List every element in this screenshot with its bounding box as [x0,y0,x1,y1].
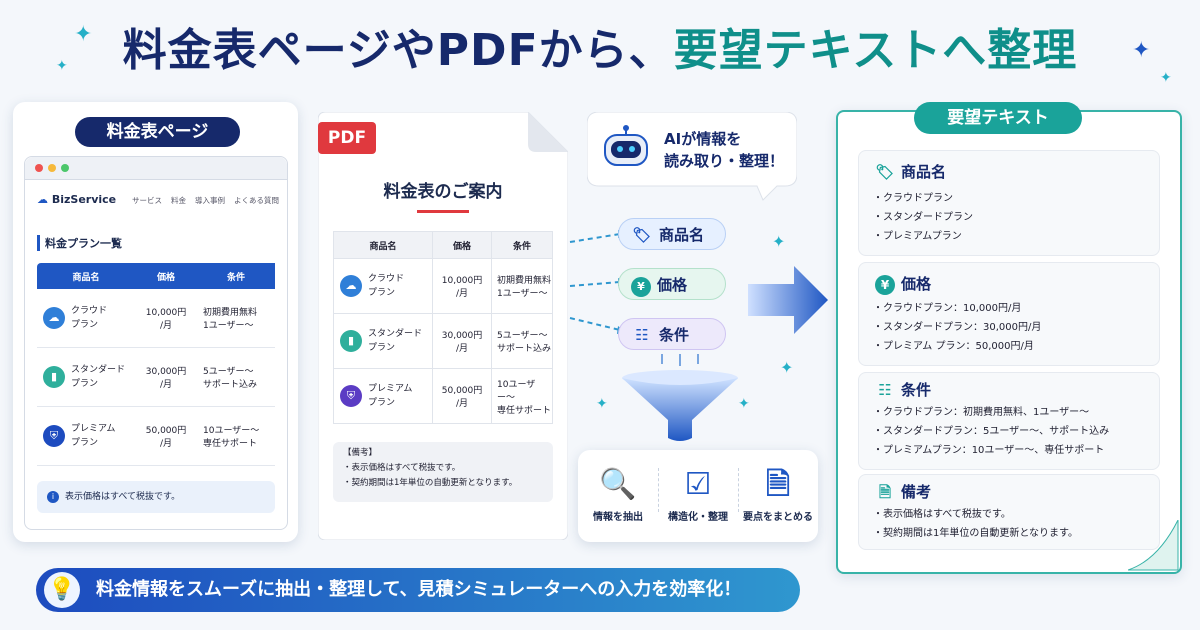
table-row: ▮スタンダードプラン 30,000円/月 5ユーザー〜サポート込み [37,347,275,407]
list-item: ・クラウドプラン：10,000円/月 [873,303,1022,314]
table-row: ⛨プレミアムプラン 50,000円/月 10ユーザー〜専任サポート [37,406,275,466]
close-dot [35,164,43,172]
robot-icon [604,125,648,166]
list-item: ・スタンダードプラン [873,212,973,223]
shield-icon: ⛨ [43,425,65,447]
result-section-product: 🏷商品名 ・クラウドプラン ・スタンダードプラン ・プレミアムプラン [858,150,1160,256]
list-icon: ☷ [878,381,892,399]
minimize-dot [48,164,56,172]
document-icon: 🗎 [765,467,791,502]
funnel-icon [622,370,738,441]
page-curl [1128,520,1179,571]
pdf-notes: 【備考】 ・表示価格はすべて税抜です。 ・契約期間は1年単位の自動更新となります… [333,442,553,502]
step-structure: ☑構造化・整理 [658,462,738,523]
list-item: ・契約期間は1年単位の自動更新となります。 [873,528,1079,539]
maximize-dot [61,164,69,172]
nav-link-cases[interactable]: 導入事例 [195,196,225,205]
request-text-pill: 要望テキスト [914,102,1082,134]
tag-product-name: 🏷商品名 [618,218,726,250]
info-icon: i [47,491,59,503]
col-header-condition: 条件 [491,231,553,259]
sparkle-icon: ✦ [1132,38,1151,63]
tag-icon: 🏷 [632,226,652,244]
table-row: ▮スタンダードプラン 30,000円/月 5ユーザー〜サポート込み [333,313,553,369]
nav-link-services[interactable]: サービス [132,196,162,205]
result-section-price: ¥価格 ・クラウドプラン：10,000円/月 ・スタンダードプラン：30,000… [858,262,1160,366]
lightbulb-icon: 💡 [44,572,80,608]
col-header-name: 商品名 [37,263,135,289]
sparkle-icon: ✦ [74,22,93,47]
yen-icon: ¥ [875,275,895,295]
brand-logo[interactable]: ☁ BizService [37,193,117,206]
tag-condition: ☷条件 [618,318,726,350]
sparkle-icon: ✦ [738,396,750,412]
list-item: ・クラウドプラン：初期費用無料、1ユーザー〜 [873,407,1090,418]
step-extract: 🔍情報を抽出 [578,462,658,523]
magnifier-icon: 🔍 [599,467,637,502]
col-header-price: 価格 [135,263,197,289]
step-summarize: 🗎要点をまとめる [738,462,818,523]
web-pricing-pill: 料金表ページ [75,117,240,147]
bar-chart-icon: ▮ [43,366,65,388]
sparkle-icon: ✦ [780,358,794,377]
sparkle-icon: ✦ [56,58,68,74]
yen-icon: ¥ [631,277,651,297]
tag-price: ¥価格 [618,268,726,300]
list-item: ・表示価格はすべて税抜です。 [873,509,1011,520]
page-title: 料金表ページやPDFから、要望テキストへ整理 [122,25,1078,76]
divider [658,468,660,512]
list-item: ・クラウドプラン [873,193,953,204]
checklist-icon: ☑ [684,467,712,502]
col-header-name: 商品名 [333,231,433,259]
logo-icon: ☁ [37,193,52,206]
sparkle-icon: ✦ [1160,70,1172,86]
ai-caption: AIが情報を 読み取り・整理！ [664,130,785,170]
col-header-condition: 条件 [197,263,275,289]
site-nav: サービス料金導入事例よくある質問 [123,195,279,206]
list-item: ・プレミアム プラン：50,000円/月 [873,341,1034,352]
bottom-banner: 💡 料金情報をスムーズに抽出・整理して、見積シミュレーターへの入力を効率化！ [36,568,800,612]
list-item: ・プレミアムプラン：10ユーザー〜、専任サポート [873,445,1105,456]
list-item: ・スタンダードプラン：5ユーザー〜、サポート込み [873,426,1110,437]
list-item: ・スタンダードプラン：30,000円/月 [873,322,1042,333]
drop-dots [661,354,699,366]
browser-window: ☁ BizService サービス料金導入事例よくある質問 料金プラン一覧 商品… [24,156,288,530]
pdf-title-underline [417,210,469,213]
table-row: ⛨プレミアムプラン 50,000円/月 10ユーザー〜専任サポート [333,368,553,424]
divider [738,468,740,512]
list-icon: ☷ [635,326,649,344]
cloud-icon: ☁ [43,307,65,329]
pricing-section-title: 料金プラン一覧 [37,235,122,251]
sparkle-icon: ✦ [772,232,786,251]
bar-chart-icon: ▮ [340,330,362,352]
col-header-price: 価格 [432,231,492,259]
tag-icon: 🏷 [875,163,895,181]
cloud-icon: ☁ [340,275,362,297]
pdf-title: 料金表のご案内 [383,182,503,202]
sparkle-icon: ✦ [596,396,608,412]
result-section-condition: ☷条件 ・クラウドプラン：初期費用無料、1ユーザー〜 ・スタンダードプラン：5ユ… [858,372,1160,470]
document-icon: 🗎 [878,483,892,501]
nav-link-pricing[interactable]: 料金 [171,196,186,205]
result-section-notes: 🗎備考 ・表示価格はすべて税抜です。 ・契約期間は1年単位の自動更新となります。 [858,474,1160,550]
nav-link-faq[interactable]: よくある質問 [234,196,279,205]
browser-titlebar [25,157,287,180]
process-steps-card: 🔍情報を抽出 ☑構造化・整理 🗎要点をまとめる [578,450,818,542]
list-item: ・プレミアムプラン [873,231,962,242]
ai-speech-bubble [587,112,797,201]
flow-arrow [748,266,828,334]
site-header: ☁ BizService サービス料金導入事例よくある質問 [37,191,279,211]
shield-icon: ⛨ [340,385,362,407]
pdf-badge: PDF [318,122,376,154]
